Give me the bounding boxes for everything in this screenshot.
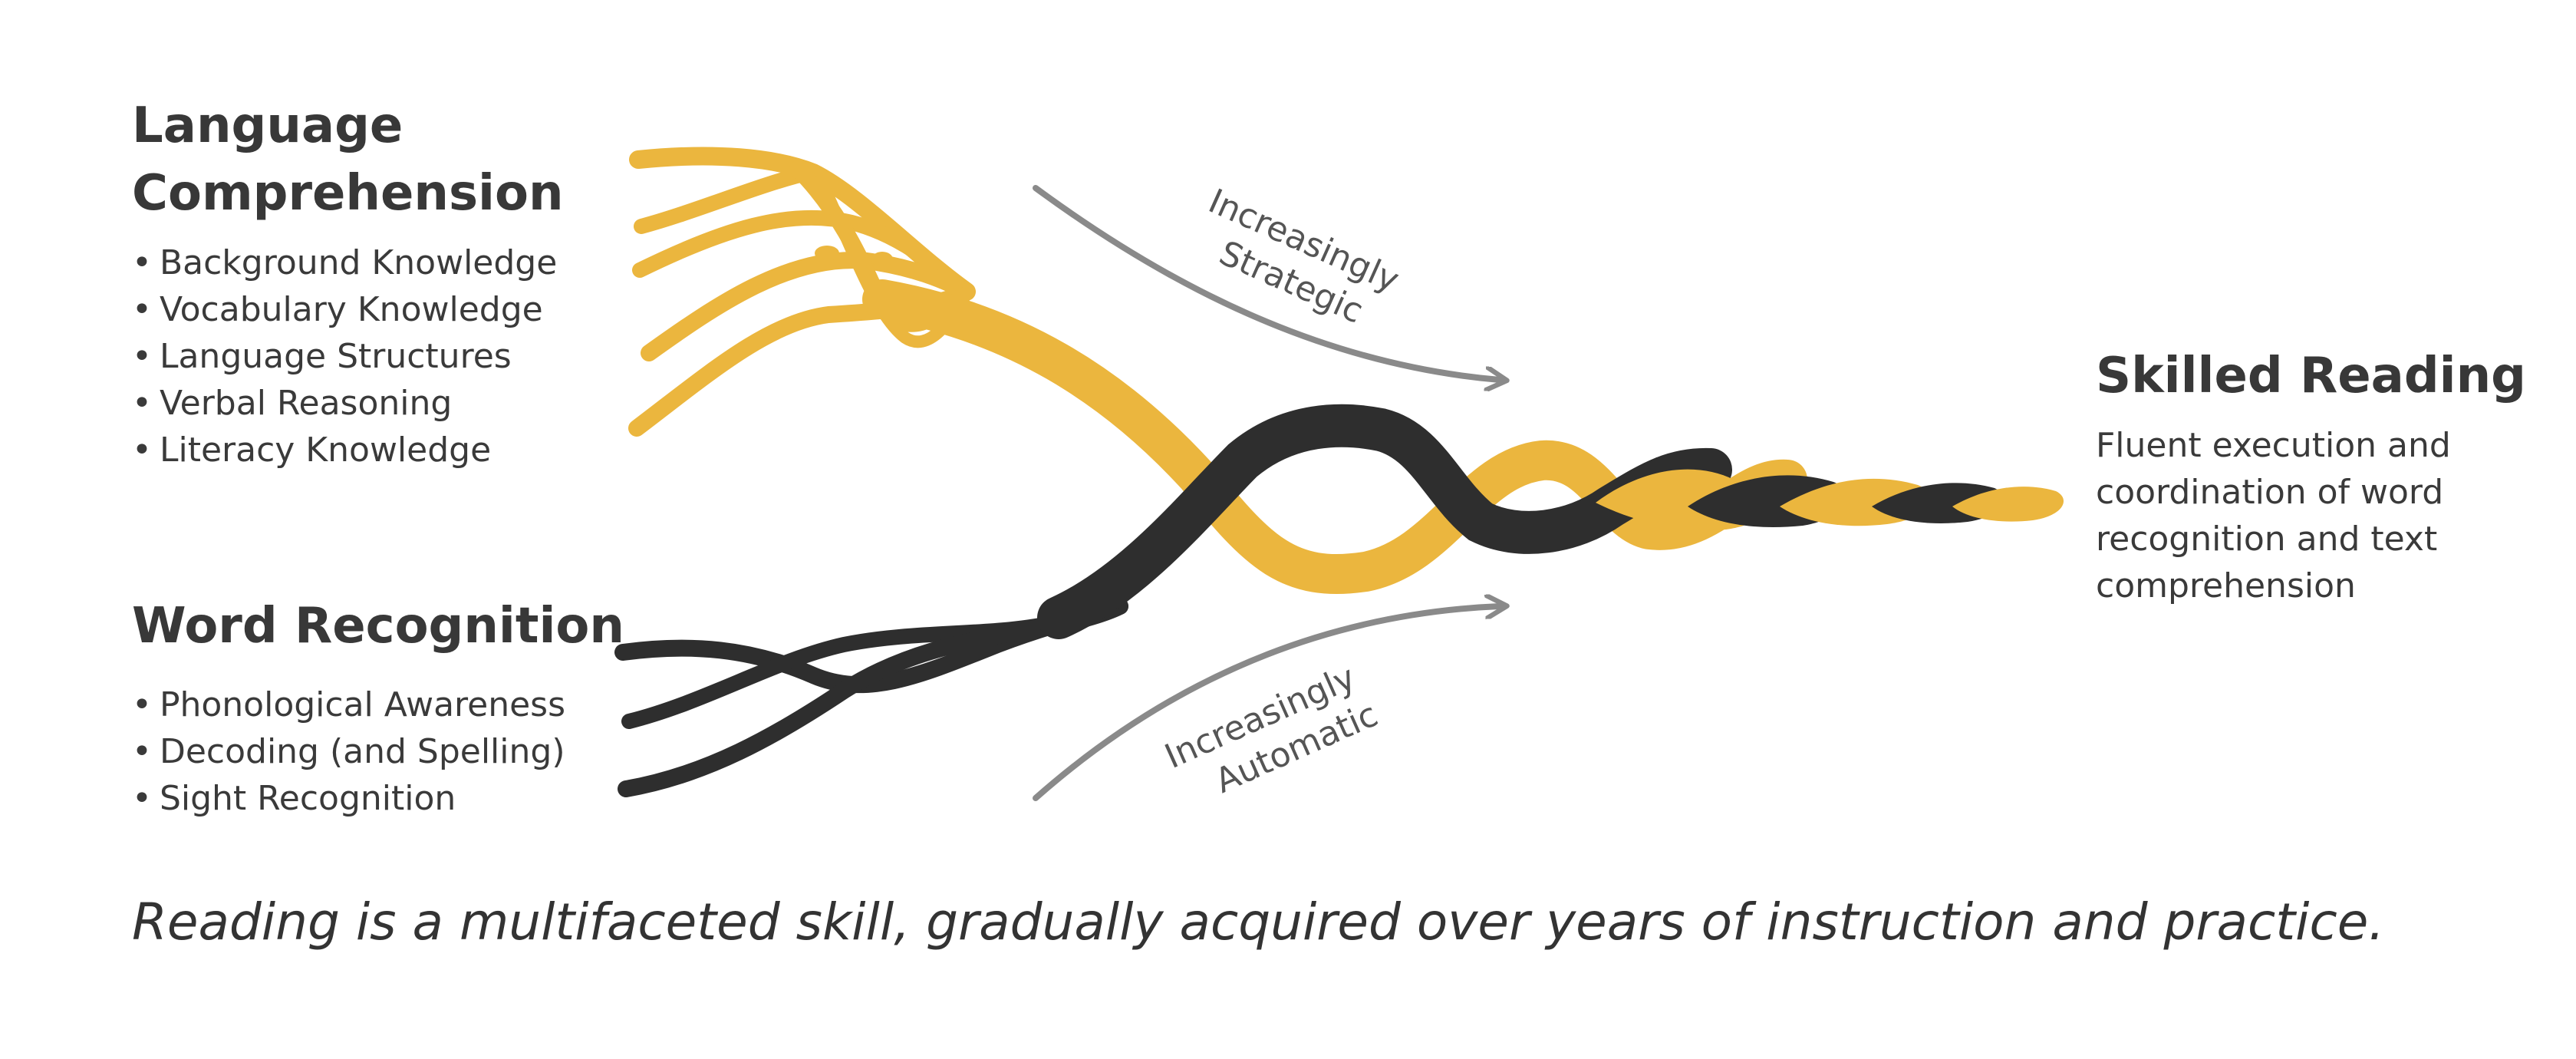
automatic-arrow xyxy=(1033,606,1500,801)
language-main-strand xyxy=(862,279,1807,594)
strategic-arrow xyxy=(1033,185,1500,380)
knot xyxy=(871,252,893,267)
list-item: Vocabulary Knowledge xyxy=(132,286,557,333)
list-item: Sight Recognition xyxy=(132,775,565,822)
caption: Reading is a multifaceted skill, gradual… xyxy=(132,892,2385,952)
skilled-reading-description: Fluent execution and coordination of wor… xyxy=(2096,426,2451,605)
language-comprehension-title-line1: Language xyxy=(132,97,404,154)
rope-segment-yellow xyxy=(1952,487,2064,522)
language-strand-2 xyxy=(634,165,817,234)
language-strand-4 xyxy=(641,252,975,361)
word-recognition-title: Word Recognition xyxy=(132,598,624,655)
twisted-rope xyxy=(1596,469,2064,530)
automatic-label: Increasingly Automatic xyxy=(1159,654,1388,816)
list-item: Literacy Knowledge xyxy=(132,427,557,473)
list-item: Background Knowledge xyxy=(132,239,557,286)
language-comprehension-list: Background Knowledge Vocabulary Knowledg… xyxy=(132,239,557,473)
list-item: Verbal Reasoning xyxy=(132,380,557,427)
language-comprehension-title-line2: Comprehension xyxy=(132,165,564,222)
list-item: Language Structures xyxy=(132,333,557,380)
knot xyxy=(815,246,839,261)
strategic-label: Increasingly Strategic xyxy=(1185,182,1415,344)
word-recognition-list: Phonological Awareness Decoding (and Spe… xyxy=(132,681,565,822)
list-item: Decoding (and Spelling) xyxy=(132,728,565,775)
list-item: Phonological Awareness xyxy=(132,681,565,728)
skilled-reading-title: Skilled Reading xyxy=(2096,348,2526,404)
